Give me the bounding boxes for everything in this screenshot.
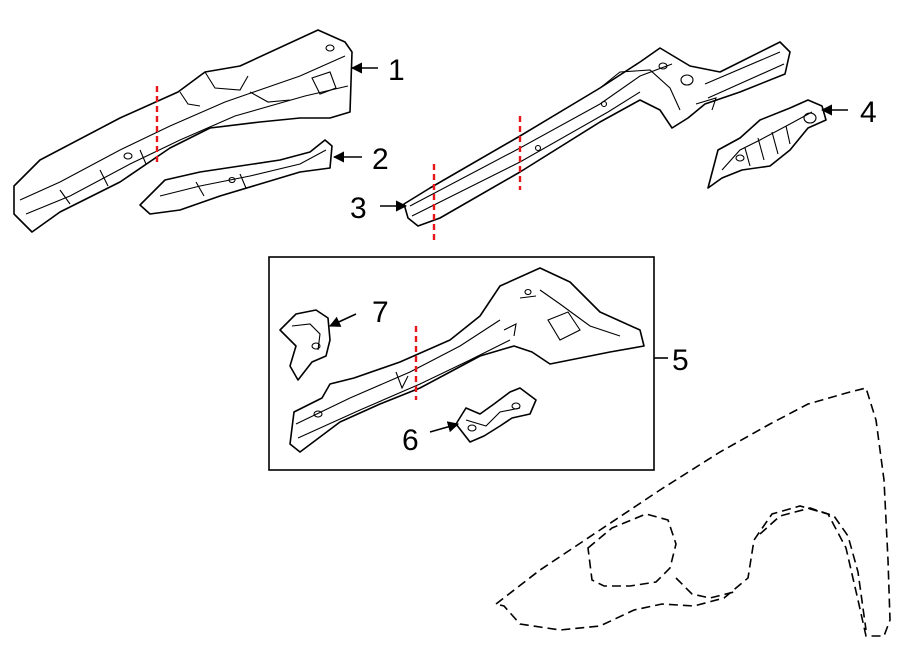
part-2-lower-rail [139, 139, 333, 215]
callout-1: 1 [388, 54, 405, 87]
callout-4: 4 [860, 96, 877, 129]
part-7-details [291, 323, 321, 351]
callout-1-group: 1 [350, 54, 405, 87]
callout-6: 6 [402, 424, 419, 457]
part-5-apron-assembly [289, 267, 645, 453]
callout-6-group: 6 [402, 421, 460, 457]
part-6-small-bracket [455, 387, 537, 443]
fender-outline [494, 387, 891, 637]
callout-4-group: 4 [820, 96, 877, 129]
part-7-small-bracket [279, 309, 331, 381]
part-5-group-box [268, 256, 655, 471]
callout-5: 5 [672, 344, 689, 377]
part-2-details [159, 149, 327, 197]
callout-3-group: 3 [350, 192, 408, 225]
part-5-details [295, 288, 621, 439]
part-6-details [465, 402, 521, 432]
part-3-details [409, 51, 785, 217]
callout-7-group: 7 [328, 296, 389, 329]
callout-2: 2 [372, 143, 389, 176]
part-1-details [19, 44, 349, 215]
part-1-frame-rail [13, 29, 353, 233]
part-4-details [721, 111, 817, 171]
callout-5-group: 5 [654, 344, 689, 377]
callout-3: 3 [350, 192, 367, 225]
part-3-side-rail [403, 41, 791, 227]
callout-7: 7 [372, 296, 389, 329]
callout-2-group: 2 [332, 143, 389, 176]
